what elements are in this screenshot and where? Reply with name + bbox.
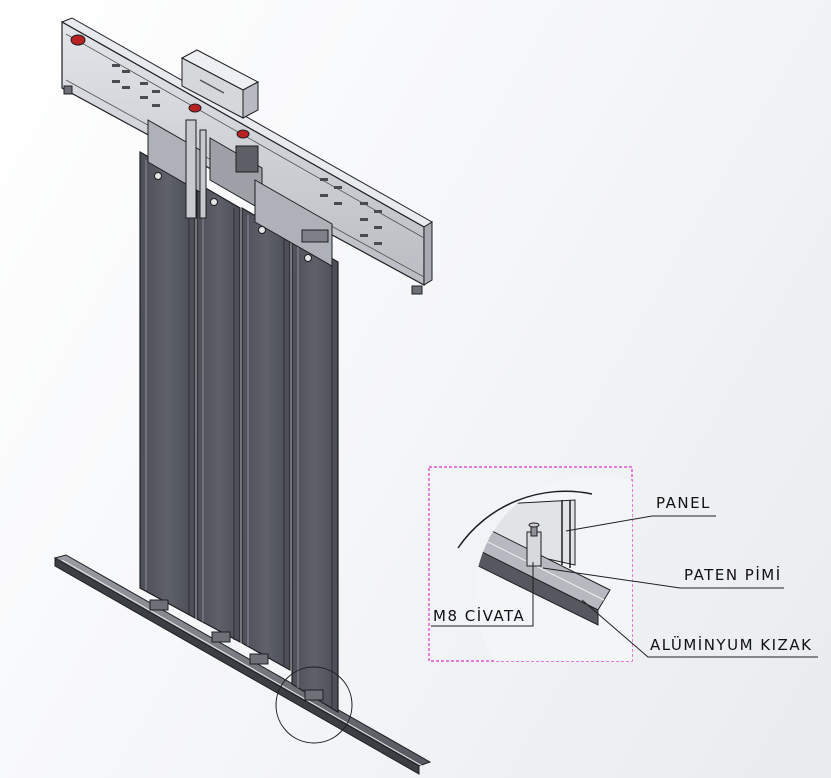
callout-leaders: [431, 515, 818, 658]
door-panel: [241, 206, 291, 672]
bottom-rail: [53, 554, 432, 775]
door-panel: [196, 181, 241, 644]
detail-view: [457, 475, 632, 661]
callout-panel: PANEL: [656, 494, 711, 512]
door-hangers: [147, 119, 333, 267]
callout-paten-pimi: PATEN PİMİ: [684, 566, 782, 584]
callout-aluminyum-kizak: ALÜMİNYUM KIZAK: [650, 636, 813, 654]
callout-m8-civata: M8 CİVATA: [433, 607, 526, 625]
detail-circle: [275, 666, 353, 744]
control-box: [180, 49, 260, 119]
door-panels: [139, 150, 339, 714]
door-panel: [291, 234, 339, 714]
door-panel: [139, 150, 196, 620]
